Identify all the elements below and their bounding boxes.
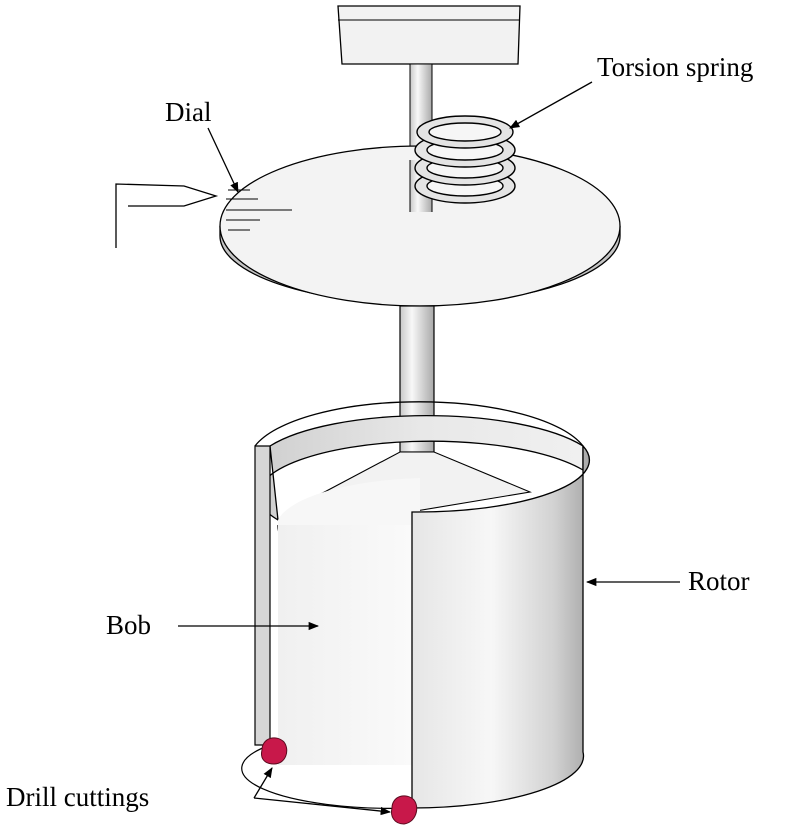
torsion-spring-arrow xyxy=(509,81,593,129)
torsion-spring-label: Torsion spring xyxy=(597,52,754,82)
drill-cuttings-label: Drill cuttings xyxy=(6,782,150,812)
drill-cuttings-arrow-2 xyxy=(253,797,392,816)
rotor xyxy=(241,401,590,809)
drill-cutting-2 xyxy=(391,795,418,825)
bob xyxy=(278,525,413,765)
drill-cuttings xyxy=(261,737,418,825)
dial-arrow xyxy=(207,127,239,193)
dial-label: Dial xyxy=(165,97,212,127)
drill-cuttings-arrow-1 xyxy=(253,767,273,799)
dial-pointer xyxy=(115,183,219,248)
torsion-spring xyxy=(414,115,516,204)
bob-label: Bob xyxy=(106,610,152,640)
dial-ticks xyxy=(226,189,292,231)
dial-disc xyxy=(219,145,621,307)
annotation-arrows xyxy=(178,81,680,816)
drill-cutting-1 xyxy=(261,737,288,765)
top-block xyxy=(337,5,521,65)
rotor-label: Rotor xyxy=(688,566,750,596)
